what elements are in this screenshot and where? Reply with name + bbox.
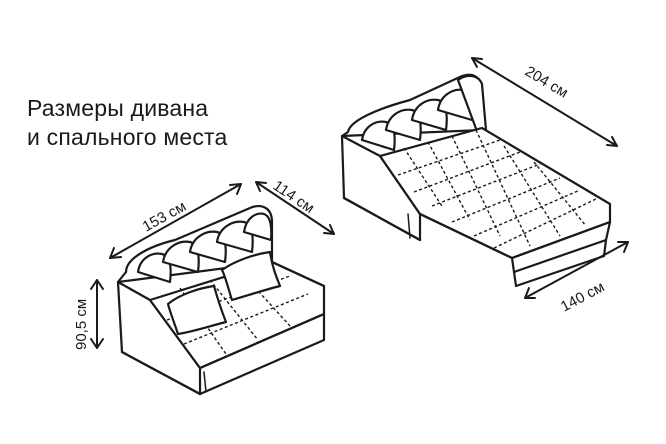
dimension-bed-length: 204 см xyxy=(471,57,618,147)
sofa-side-panel xyxy=(116,280,202,396)
title-line-2: и спального места xyxy=(27,124,228,150)
title-line-1: Размеры дивана xyxy=(27,95,209,121)
diagram-title: Размеры дивана и спального места xyxy=(27,94,228,152)
sofa-folded-illustration xyxy=(116,205,326,396)
label-bed-width: 140 см xyxy=(558,278,607,315)
label-sofa-width: 153 см xyxy=(140,198,189,236)
sofa-bed-illustration xyxy=(340,73,612,288)
sofa-pillow xyxy=(220,250,282,302)
sofa-back-cushion xyxy=(242,212,273,242)
dimension-sofa-height: 90,5 см xyxy=(73,279,104,350)
bed-armrest xyxy=(340,134,422,242)
label-sofa-height: 90,5 см xyxy=(73,299,90,350)
label-bed-length: 204 см xyxy=(522,63,571,102)
sofa-pillow xyxy=(166,284,228,336)
bed-surface xyxy=(378,126,612,260)
